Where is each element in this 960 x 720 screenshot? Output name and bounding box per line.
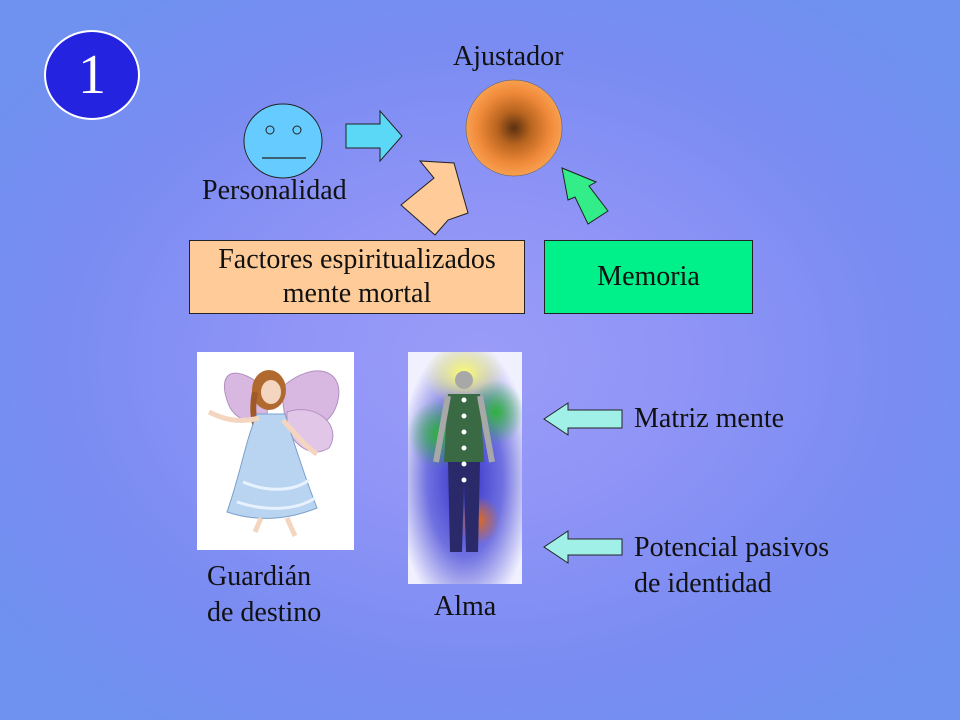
arrow-left-matriz-icon xyxy=(543,402,623,436)
potencial-line1: Potencial pasivos xyxy=(634,532,830,563)
slide-number: 1 xyxy=(78,44,106,106)
guardian-line1: Guardián xyxy=(207,561,312,592)
arrow-right-icon xyxy=(345,109,403,163)
factores-line1: Factores espiritualizados xyxy=(218,244,496,276)
arrow-left-potencial-icon xyxy=(543,530,623,564)
matriz-mente-label: Matriz mente xyxy=(634,403,785,434)
personalidad-label: Personalidad xyxy=(202,175,347,206)
smiley-face-icon xyxy=(243,103,323,179)
slide-number-badge: 1 xyxy=(44,30,140,120)
factores-box: Factores espiritualizados mente mortal xyxy=(189,240,525,314)
ajustador-sun-icon xyxy=(465,79,563,177)
alma-label: Alma xyxy=(434,591,497,622)
arrow-up-right-peach-icon xyxy=(400,160,469,236)
memoria-box: Memoria xyxy=(544,240,753,314)
arrow-up-left-green-icon xyxy=(561,167,609,225)
factores-line2: mente mortal xyxy=(282,278,432,309)
guardian-line2: de destino xyxy=(207,597,322,628)
ajustador-label: Ajustador xyxy=(453,41,564,72)
angel-picture xyxy=(197,352,354,550)
potencial-line2: de identidad xyxy=(634,568,772,599)
memoria-label: Memoria xyxy=(597,261,700,293)
soul-aura-picture xyxy=(408,352,522,584)
